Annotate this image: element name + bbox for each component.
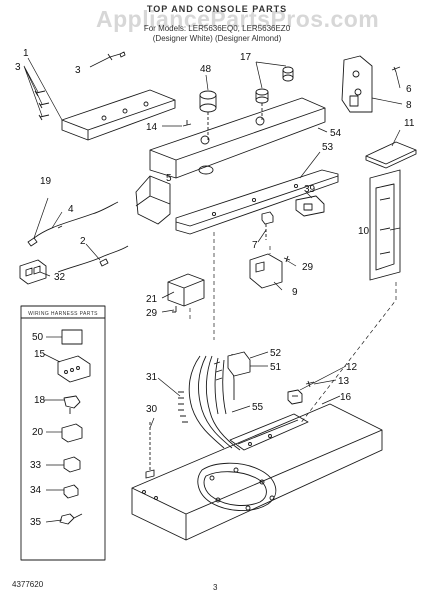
page-number: 3 xyxy=(213,583,218,592)
callout-15: 15 xyxy=(34,349,46,360)
part-8-bracket xyxy=(341,55,401,113)
leader-lines xyxy=(23,56,403,429)
part-5-endcap xyxy=(135,175,171,225)
part-48-knob xyxy=(199,90,217,140)
callout-14: 14 xyxy=(146,122,158,133)
callout-29a: 29 xyxy=(146,308,158,319)
part-10-frame xyxy=(369,169,401,281)
main-wire-harness xyxy=(178,351,277,511)
callout-53: 53 xyxy=(322,142,334,153)
callout-19: 19 xyxy=(40,176,52,187)
part-9-bracket xyxy=(249,253,291,289)
callout-20: 20 xyxy=(32,427,44,438)
cabinet-top xyxy=(131,403,383,541)
part-39-switch xyxy=(295,195,325,217)
inset-title: WIRING HARNESS PARTS xyxy=(28,311,98,317)
callout-48: 48 xyxy=(200,64,212,75)
part-12-clip xyxy=(287,389,303,405)
part-13-screw xyxy=(305,380,315,388)
callout-30: 30 xyxy=(146,404,158,415)
callout-11: 11 xyxy=(404,118,415,129)
part-1-bracket xyxy=(61,89,176,141)
callout-2: 2 xyxy=(80,236,86,247)
part-7-clip xyxy=(261,211,274,240)
part-54-console xyxy=(149,97,326,179)
callout-10: 10 xyxy=(358,226,370,237)
callout-17: 17 xyxy=(240,52,252,63)
callout-7: 7 xyxy=(252,240,258,251)
callout-13: 13 xyxy=(338,376,350,387)
diagram-title: TOP AND CONSOLE PARTS xyxy=(146,4,288,14)
callout-12: 12 xyxy=(346,362,358,373)
variant-line: (Designer White) (Designer Almond) xyxy=(152,34,282,43)
callout-55: 55 xyxy=(252,402,264,413)
callout-18: 18 xyxy=(34,395,46,406)
callout-4: 4 xyxy=(68,204,74,215)
callout-33: 33 xyxy=(30,460,42,471)
callout-51: 51 xyxy=(270,362,282,373)
callout-31: 31 xyxy=(146,372,158,383)
part-17-knobs xyxy=(255,66,294,120)
part-30-clip xyxy=(145,422,155,479)
part-21-timer xyxy=(167,273,205,313)
callout-50: 50 xyxy=(32,332,44,343)
callout-35: 35 xyxy=(30,517,42,528)
wiring-harness-inset xyxy=(20,305,106,561)
doc-number: 4377620 xyxy=(12,580,44,589)
callout-1: 1 xyxy=(23,48,29,59)
callout-3a: 3 xyxy=(75,65,81,76)
callout-5: 5 xyxy=(166,173,172,184)
callout-54: 54 xyxy=(330,128,342,139)
callout-21: 21 xyxy=(146,294,158,305)
callout-34: 34 xyxy=(30,485,42,496)
part-32-connector xyxy=(19,259,47,285)
callout-16: 16 xyxy=(340,392,352,403)
part-53-rail xyxy=(175,169,339,235)
callout-9: 9 xyxy=(292,287,298,298)
callout-39: 39 xyxy=(304,184,316,195)
callout-32: 32 xyxy=(54,272,66,283)
callout-labels: 1 2 3 3 4 5 6 7 8 9 10 11 12 13 14 15 16… xyxy=(15,48,415,528)
callout-29b: 29 xyxy=(302,262,314,273)
callout-6: 6 xyxy=(406,84,412,95)
callout-3b: 3 xyxy=(15,62,21,73)
guide-lines xyxy=(189,232,397,425)
callout-52: 52 xyxy=(270,348,282,359)
part-2-wire xyxy=(57,245,129,273)
watermark: AppliancePartsPros.com xyxy=(96,6,380,32)
part-11-lens xyxy=(365,141,417,169)
inset-leader-lines xyxy=(43,336,64,523)
callout-8: 8 xyxy=(406,100,412,111)
model-line: For Models: LER5636EQ0, LER5636EZ0 xyxy=(143,24,291,33)
part-3-screws xyxy=(34,51,126,121)
part-4-harness xyxy=(27,201,119,247)
part-14-screw xyxy=(182,120,192,127)
